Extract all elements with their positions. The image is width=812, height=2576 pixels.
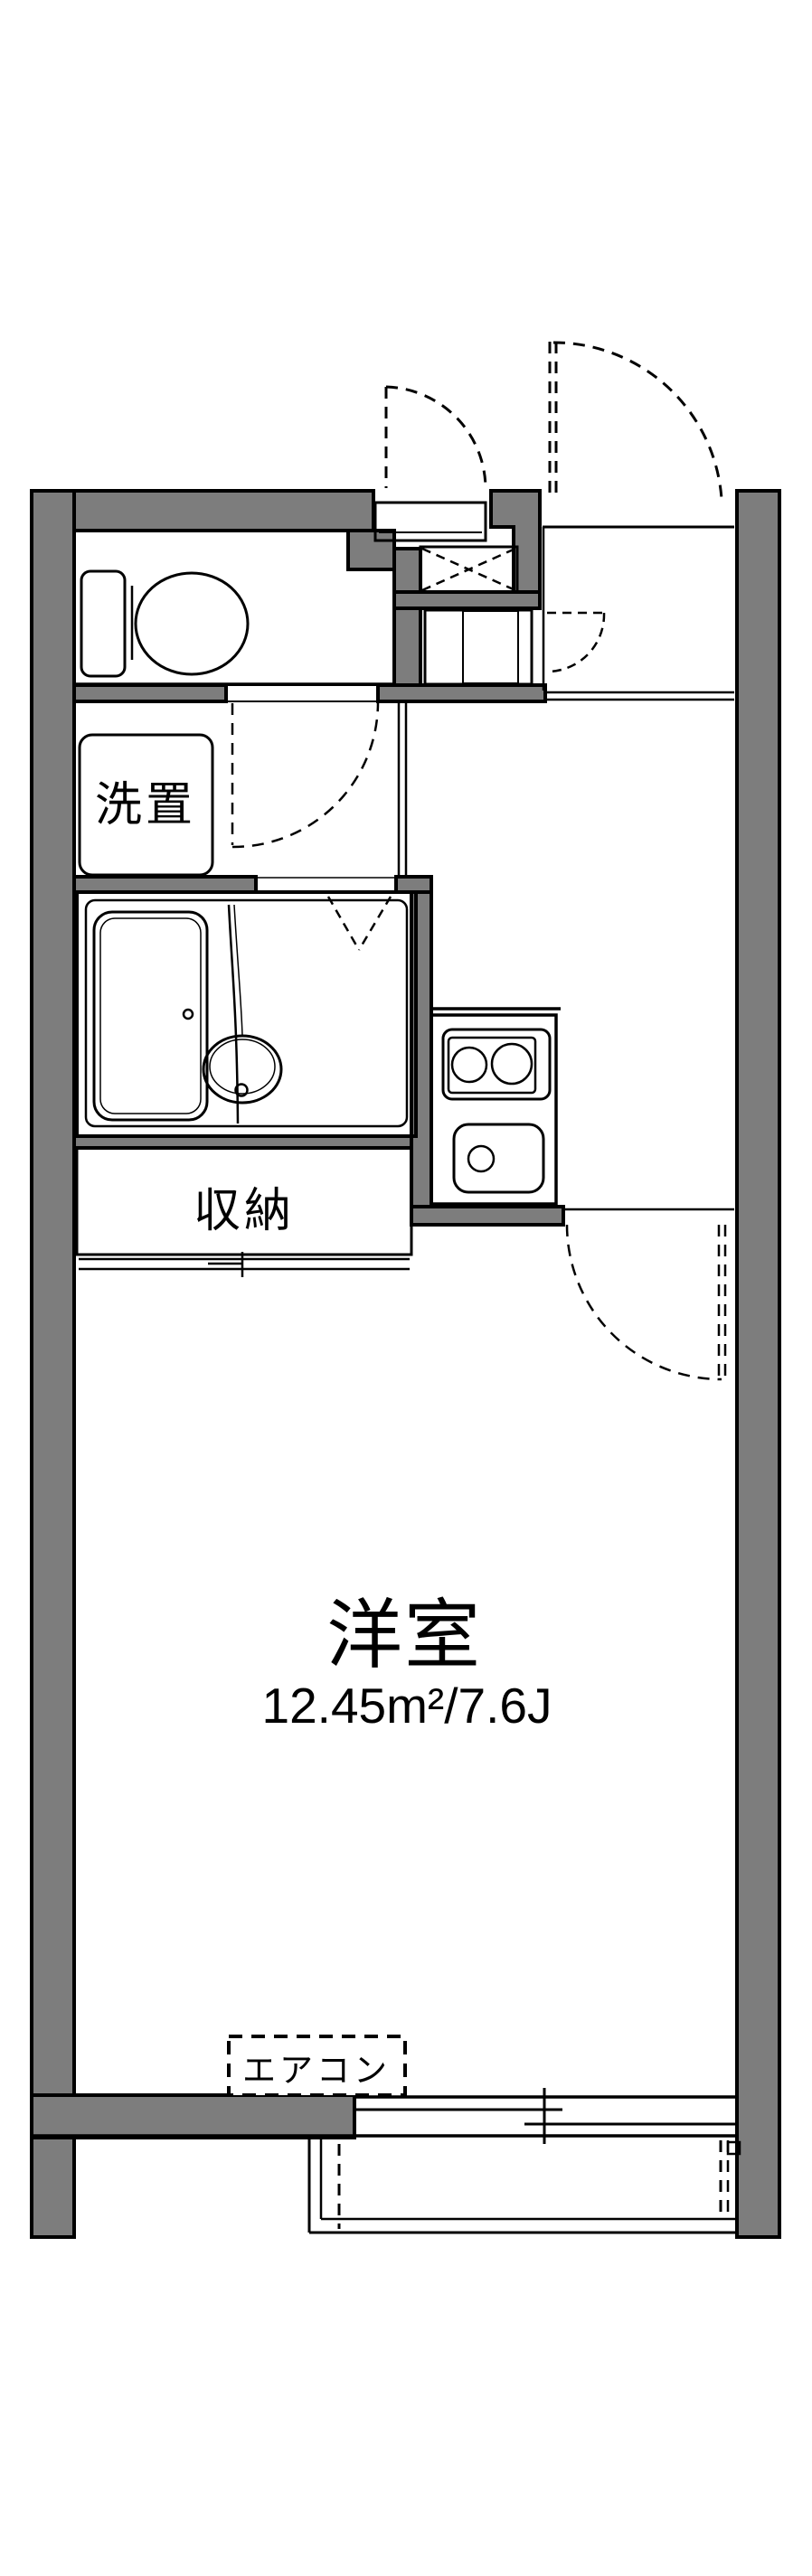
balcony-inner-edge <box>319 2138 737 2221</box>
wall-band-washroom-left <box>72 683 228 703</box>
wall-bottom-left <box>30 2093 356 2139</box>
washer-label: 洗置 <box>95 779 196 832</box>
toilet-window-door <box>384 385 487 490</box>
storage-sliding-door <box>79 1257 410 1271</box>
storage-closet: 収納 <box>75 1146 413 1277</box>
washbasin-drain <box>234 1083 249 1097</box>
wall-under-shoebox <box>392 590 542 610</box>
water-heater-inner <box>462 610 519 684</box>
wall-toilet-stub-top <box>346 529 396 571</box>
stove-burner-left <box>450 1046 488 1084</box>
toilet-bowl <box>134 571 250 676</box>
wall-band-kitchen-bottom <box>410 1205 565 1227</box>
bathroom <box>75 877 418 1138</box>
bathroom-door-swing <box>326 896 392 951</box>
aircon-label: エアコン <box>242 2052 391 2089</box>
kitchen-unit <box>430 1013 558 1206</box>
aircon-box <box>227 2035 407 2097</box>
washroom: 洗置 <box>78 684 408 877</box>
door-arc <box>385 385 487 490</box>
storage-floor <box>75 1146 413 1256</box>
water-heater-box <box>423 608 533 686</box>
bathtub <box>92 910 209 1122</box>
door-arc <box>552 341 723 500</box>
wall-entrance-column <box>489 489 542 594</box>
wall-top-left <box>30 489 375 532</box>
washbasin <box>202 1034 283 1105</box>
sink-drain <box>467 1144 496 1173</box>
wall-left <box>30 489 76 2239</box>
entrance-door <box>548 341 723 500</box>
washroom-partition <box>397 701 408 877</box>
shoe-cabinet-x <box>421 547 516 592</box>
balcony-outer-edge <box>307 2138 737 2234</box>
wall-strip-entrance <box>392 547 422 703</box>
bathtub-inner <box>99 917 202 1114</box>
room-label: 洋室 <box>326 1593 482 1678</box>
toilet-room <box>72 529 396 686</box>
stove-burner-right <box>490 1042 533 1086</box>
bath-threshold <box>255 877 397 892</box>
washing-machine-space <box>78 733 214 877</box>
storage-door-tick <box>208 1252 244 1277</box>
shoe-cabinet <box>419 545 519 594</box>
wall-band-bath-corner <box>394 875 433 894</box>
bathtub-handle <box>182 1008 194 1020</box>
room-door-arc <box>565 1224 722 1381</box>
balcony-corner-notch <box>726 2140 741 2156</box>
stove-panel <box>441 1028 552 1101</box>
storage-label: 収納 <box>194 1185 295 1237</box>
wall-right <box>735 489 781 2239</box>
western-room: 洋室 12.45m²/7.6J エアコン <box>227 1208 734 2097</box>
heater-door-arc <box>547 612 606 673</box>
washbasin-rim <box>209 1039 276 1095</box>
window-sill <box>373 501 487 542</box>
bath-divider-line2 <box>233 904 243 1037</box>
balcony <box>307 2138 741 2234</box>
washroom-door-sill <box>225 684 379 702</box>
bathroom-floor <box>75 890 418 1138</box>
bath-unit-outline <box>84 898 409 1128</box>
stove-top <box>447 1036 537 1095</box>
room-door-leaf <box>717 1225 727 1381</box>
kitchen-sink <box>452 1123 545 1194</box>
room-area-label: 12.45m²/7.6J <box>261 1678 552 1734</box>
entrance-area <box>419 525 734 701</box>
wall-band-bath-left <box>72 875 258 894</box>
kitchen <box>430 1007 561 1206</box>
wall-band-washroom-right <box>376 683 547 703</box>
washroom-door-arc <box>231 701 380 849</box>
toilet-window <box>373 501 487 542</box>
toilet-tank <box>80 569 127 678</box>
toilet-floor <box>72 529 396 686</box>
sliding-window <box>32 2088 737 2144</box>
